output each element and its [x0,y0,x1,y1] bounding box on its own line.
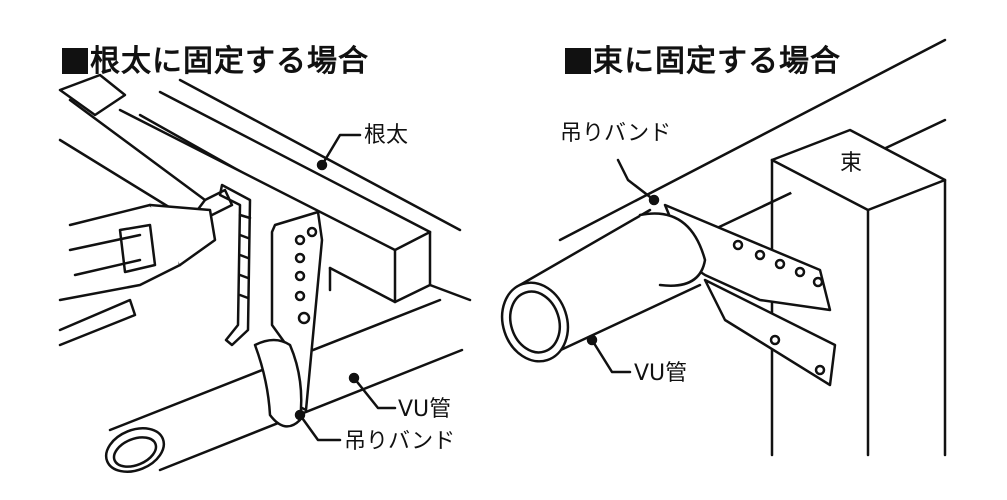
label-joist: 根太 [364,123,408,148]
title-square-bullet [565,48,591,74]
post-block [770,128,947,457]
right-illustration [500,38,947,457]
nailer-tool [58,73,234,347]
label-band-left: 吊りバンド [344,429,455,454]
hanging-band-left [218,183,252,347]
hanging-band-right [253,210,324,428]
right-panel-title: 束に固定する場合 [565,36,841,80]
label-band-right: 吊りバンド [560,121,671,146]
left-panel-title: 根太に固定する場合 [62,36,369,80]
left-illustration [58,73,472,473]
left-title-text: 根太に固定する場合 [90,44,369,79]
label-post: 束 [840,151,862,176]
joist-beam [118,90,472,304]
title-square-bullet [62,48,88,74]
label-vu-pipe-left: VU管 [398,397,451,422]
label-vu-pipe-right: VU管 [634,361,687,386]
hanging-band-post [663,203,837,387]
vu-pipe [104,298,464,473]
right-title-text: 束に固定する場合 [593,44,841,79]
vu-pipe-right [500,208,707,363]
